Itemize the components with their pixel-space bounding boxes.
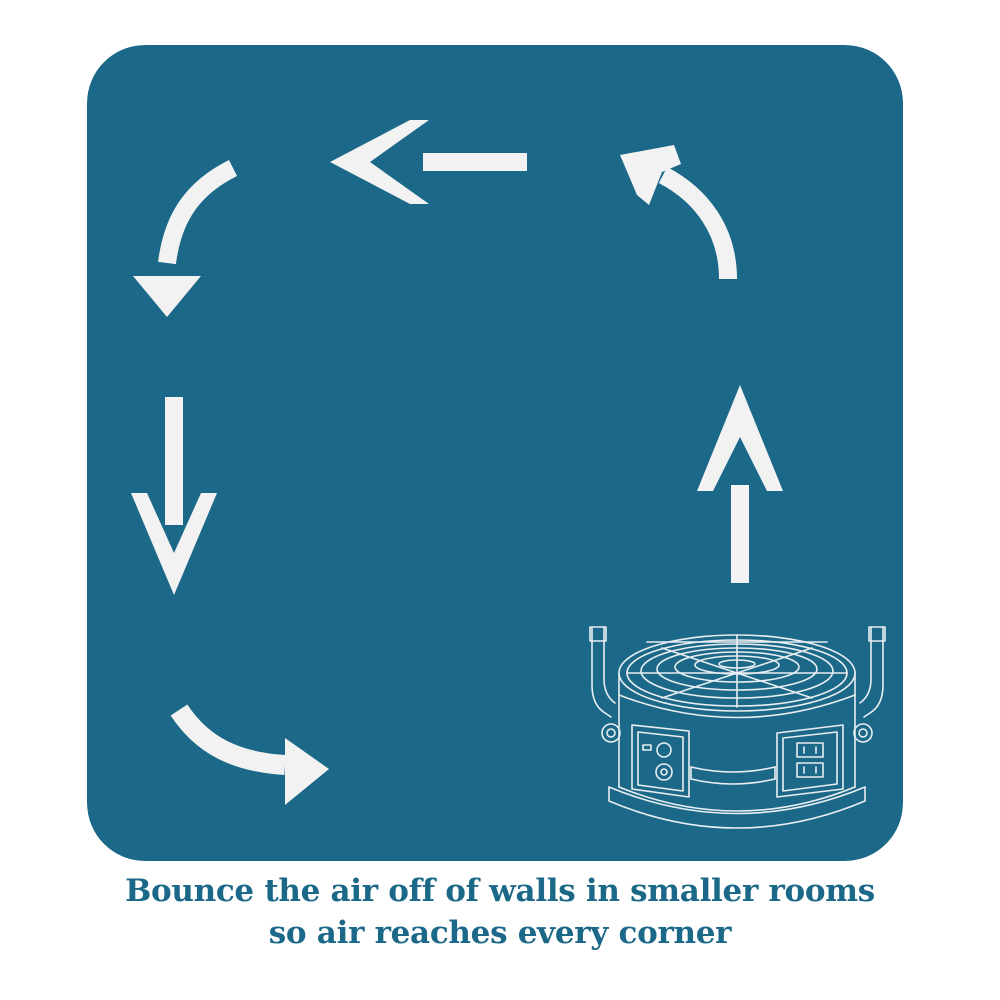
airflow-diagram: [87, 45, 903, 861]
caption: Bounce the air off of walls in smaller r…: [0, 870, 1000, 954]
down-arrow: [131, 397, 217, 595]
air-mover-fan-icon: [589, 626, 886, 829]
left-arrow: [330, 120, 527, 204]
curve-down-right-arrow: [170, 704, 329, 805]
room-background: [87, 45, 903, 861]
caption-line-2: so air reaches every corner: [268, 915, 732, 951]
caption-line-1: Bounce the air off of walls in smaller r…: [125, 873, 875, 909]
curve-up-left-arrow: [620, 145, 737, 280]
room-panel: [87, 45, 903, 861]
curve-left-down-arrow: [133, 159, 238, 317]
up-arrow: [697, 385, 783, 583]
